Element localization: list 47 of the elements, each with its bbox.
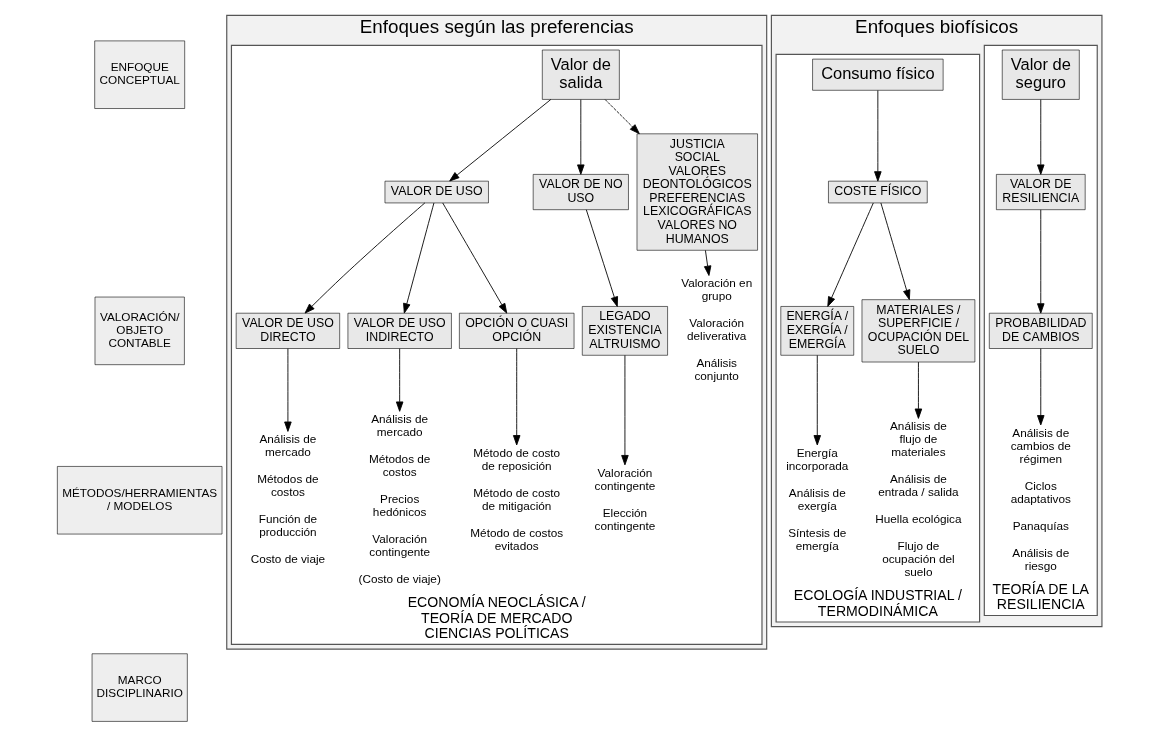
node-box: VALOR DE USO DIRECTO: [235, 312, 340, 349]
node-box: LEGADO EXISTENCIA ALTRUISMO: [582, 306, 668, 356]
arrow: [449, 99, 552, 182]
node-box: MARCO DISCIPLINARIO: [91, 653, 188, 722]
node-box: Valor de salida: [542, 49, 620, 100]
node-box: VALORACIÓN/ OBJETO CONTABLE: [94, 296, 185, 365]
node-box: VALOR DE RESILIENCIA: [996, 174, 1086, 210]
node-text: Análisis de mercado Métodos de costos Función de producción Costo de viaje: [250, 432, 326, 566]
node-box: MÉTODOS/HERRAMIENTAS / MODELOS: [57, 466, 223, 535]
arrow: [403, 202, 435, 314]
node-text: Análisis de cambios de régimen Ciclos adaptativos Panaquías Análisis de riesgo: [1010, 425, 1071, 572]
node-box: MATERIALES / SUPERFICIE / OCUPACIÓN DEL SUELO: [861, 299, 976, 363]
arrow: [1037, 209, 1045, 314]
node-box: VALOR DE NO USO: [532, 174, 629, 210]
arrow: [621, 354, 629, 466]
node-box: OPCIÓN O CUASI OPCIÓN: [459, 312, 575, 349]
arrow: [304, 202, 426, 314]
node-box: Valor de seguro: [1001, 49, 1080, 100]
arrow: [874, 90, 882, 182]
node-text: Análisis de flujo de materiales Análisis de entrada / salida Huella ecológica Flujo de ocupación del suelo: [875, 419, 962, 579]
node-box: Consumo físico: [812, 58, 944, 91]
node-text: Método de costo de reposición Método de costo de mitigación Método de costos evitados: [470, 445, 564, 552]
arrow: [813, 354, 821, 446]
arrow: [914, 361, 923, 419]
arrow: [1037, 99, 1045, 175]
arrow: [512, 348, 521, 446]
node-text: Análisis de mercado Métodos de costos Precios hedónicos Valoración contingente (Costo de viaje): [358, 412, 441, 586]
node-text: Valoración en grupo Valoración deliverativa Análisis conjunto: [681, 276, 753, 383]
arrow: [604, 99, 640, 135]
node-box: JUSTICIA SOCIAL VALORES DEONTOLÓGICOS PREFERENCIAS LEXICOGRÁFICAS VALORES NO HUMANOS: [636, 133, 758, 251]
node-text: Energía incorporada Análisis de exergía Síntesis de emergía: [786, 445, 849, 552]
arrow: [284, 348, 292, 432]
arrow: [585, 209, 618, 307]
node-box: VALOR DE USO: [384, 180, 489, 204]
node-box: ENFOQUE CONCEPTUAL: [94, 40, 185, 109]
arrow: [577, 99, 585, 175]
arrow: [395, 348, 404, 412]
arrow: [827, 202, 874, 307]
node-box: PROBABILIDAD DE CAMBIOS: [989, 312, 1093, 349]
node-text: Valoración contingente Elección contingente: [594, 465, 656, 532]
arrow: [880, 202, 911, 300]
arrow: [442, 202, 508, 314]
node-box: VALOR DE USO INDIRECTO: [347, 312, 452, 349]
arrow: [703, 249, 712, 276]
node-box: ENERGÍA / EXERGÍA / EMERGÍA: [780, 306, 855, 356]
arrow: [1037, 348, 1045, 426]
node-box: COSTE FÍSICO: [828, 180, 928, 204]
